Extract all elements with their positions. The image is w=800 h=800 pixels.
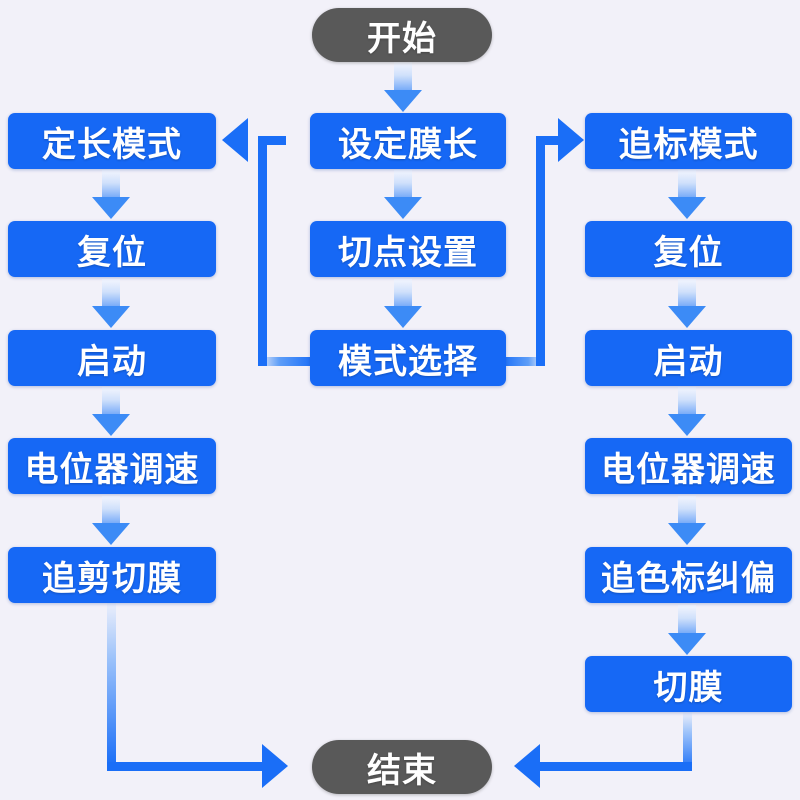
- connector-left-reset-to-start: [92, 279, 130, 328]
- arrowhead-to-mark-tracking-mode: [558, 118, 584, 162]
- node-right-potentiometer-speed[interactable]: 电位器调速: [585, 438, 792, 494]
- connector-color-mark-to-cut-film: [668, 605, 706, 655]
- arrowhead-left-to-end: [262, 744, 288, 788]
- connector-chase-cut-to-end-horizontal: [107, 762, 267, 771]
- arrowhead-right-to-end: [514, 744, 540, 788]
- connector-start-to-set-length: [384, 62, 422, 112]
- connector-mode-to-mark-tracking-horizontal-top: [536, 136, 562, 145]
- arrowhead-to-fixed-length-mode: [222, 118, 248, 162]
- connector-mode-to-fixed-length-horizontal-top: [258, 136, 286, 145]
- node-cut-point-setting[interactable]: 切点设置: [310, 221, 506, 277]
- connector-mode-to-mark-tracking-vertical: [536, 138, 545, 366]
- node-end[interactable]: 结束: [312, 740, 492, 794]
- node-chase-cut-film[interactable]: 追剪切膜: [8, 547, 216, 603]
- connector-mode-to-mark-tracking-horizontal-bottom: [501, 357, 545, 366]
- node-fixed-length-mode[interactable]: 定长模式: [8, 113, 216, 169]
- node-cut-film[interactable]: 切膜: [585, 656, 792, 712]
- connector-right-reset-to-start: [668, 279, 706, 328]
- connector-left-start-to-potentiometer: [92, 387, 130, 436]
- connector-mode-to-fixed-length-vertical: [258, 138, 267, 366]
- connector-chase-cut-to-end-vertical: [107, 601, 116, 766]
- connector-mark-tracking-to-reset: [668, 170, 706, 219]
- node-left-reset[interactable]: 复位: [8, 221, 216, 277]
- connector-mode-to-fixed-length-horizontal-bottom: [258, 357, 314, 366]
- connector-right-potentiometer-to-color-mark: [668, 496, 706, 545]
- connector-cut-point-to-mode-select: [384, 279, 422, 328]
- connector-fixed-length-to-reset: [92, 170, 130, 219]
- connector-cut-film-to-end-vertical: [683, 712, 692, 771]
- connector-set-length-to-cut-point: [384, 170, 422, 219]
- node-right-reset[interactable]: 复位: [585, 221, 792, 277]
- node-color-mark-correction[interactable]: 追色标纠偏: [585, 547, 792, 603]
- node-right-start[interactable]: 启动: [585, 330, 792, 386]
- connector-left-potentiometer-to-chase-cut: [92, 496, 130, 545]
- node-start[interactable]: 开始: [312, 8, 492, 62]
- node-left-start[interactable]: 启动: [8, 330, 216, 386]
- connector-cut-film-to-end-horizontal: [540, 762, 692, 771]
- node-set-film-length[interactable]: 设定膜长: [310, 113, 506, 169]
- node-mark-tracking-mode[interactable]: 追标模式: [585, 113, 792, 169]
- connector-right-start-to-potentiometer: [668, 387, 706, 436]
- node-mode-selection[interactable]: 模式选择: [310, 330, 506, 386]
- node-left-potentiometer-speed[interactable]: 电位器调速: [8, 438, 216, 494]
